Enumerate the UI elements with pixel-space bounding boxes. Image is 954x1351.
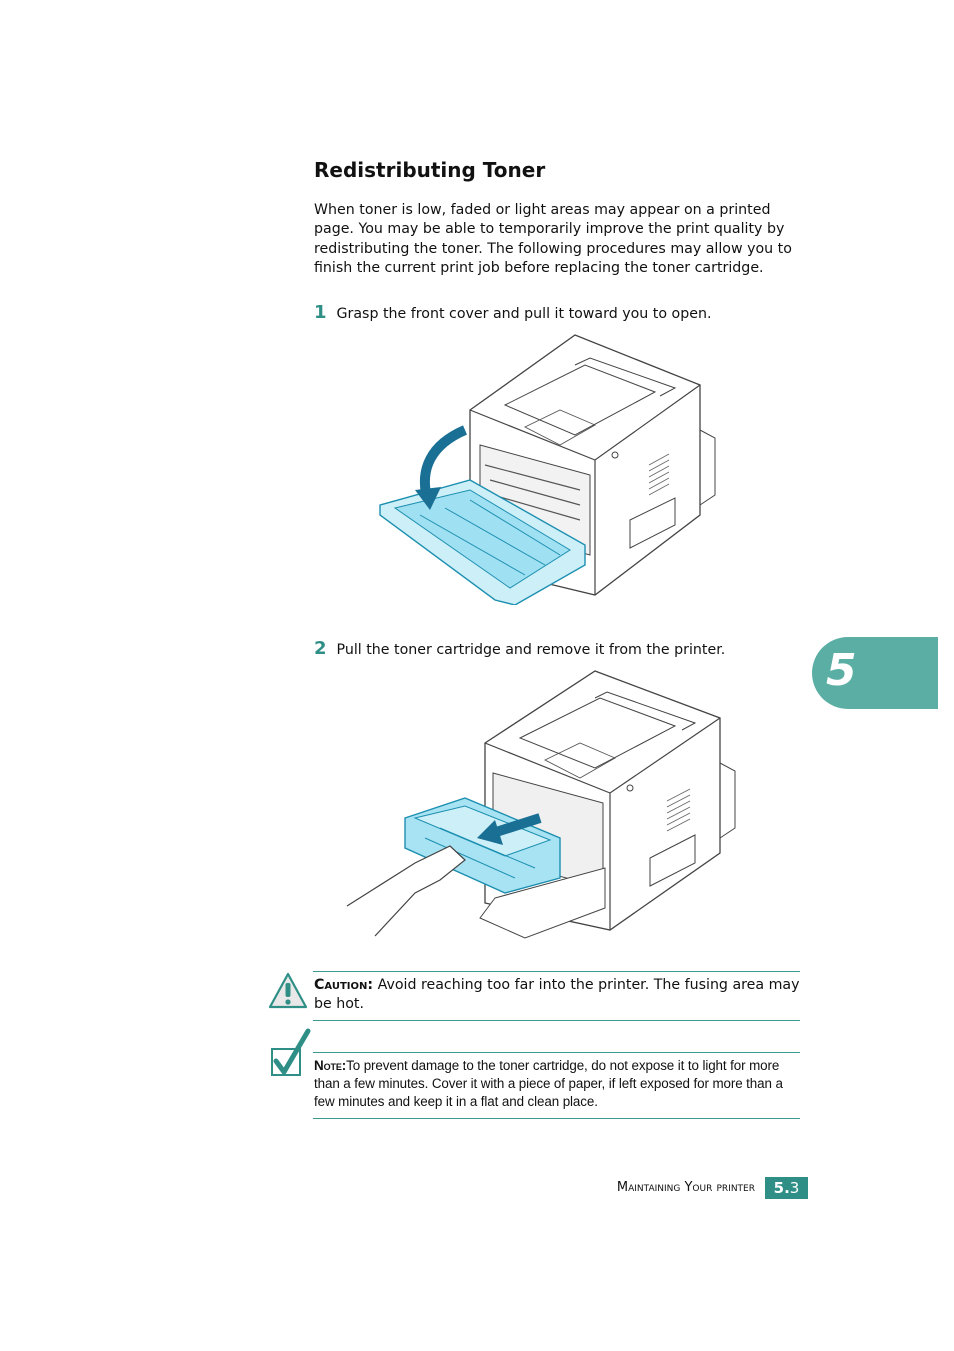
- page-number-value: 3: [789, 1179, 800, 1197]
- page-prefix: 5.: [773, 1179, 790, 1197]
- intro-paragraph: When toner is low, faded or light areas …: [314, 202, 792, 277]
- step-text: Grasp the front cover and pull it toward…: [336, 306, 712, 322]
- chapter-tab-number: 5: [826, 645, 857, 696]
- step-number: 1: [314, 302, 327, 323]
- step-2: 2 Pull the toner cartridge and remove it …: [314, 638, 725, 659]
- note-check-icon: [268, 1027, 312, 1081]
- caution-label: Caution:: [314, 977, 374, 993]
- caution-box: [313, 971, 800, 1021]
- caution-text: Caution: Avoid reaching too far into the…: [314, 976, 800, 1013]
- page-number: 5.3: [765, 1177, 808, 1199]
- step-text: Pull the toner cartridge and remove it f…: [336, 642, 726, 658]
- chapter-tab: [812, 637, 938, 709]
- note-text: Note:To prevent damage to the toner cart…: [314, 1057, 800, 1112]
- printer-remove-cartridge-illustration: [345, 668, 740, 943]
- caution-icon: [268, 972, 308, 1010]
- step-number: 2: [314, 638, 327, 659]
- section-title: Redistributing Toner: [314, 158, 546, 182]
- caution-body: Avoid reaching too far into the printer.…: [314, 977, 800, 1012]
- note-body: To prevent damage to the toner cartridge…: [314, 1058, 783, 1110]
- note-box: [313, 1052, 800, 1119]
- step-1: 1 Grasp the front cover and pull it towar…: [314, 302, 711, 323]
- note-label: Note:: [314, 1058, 347, 1073]
- footer-section-title: Maintaining Your printer: [616, 1180, 755, 1195]
- printer-open-cover-illustration: [375, 330, 725, 605]
